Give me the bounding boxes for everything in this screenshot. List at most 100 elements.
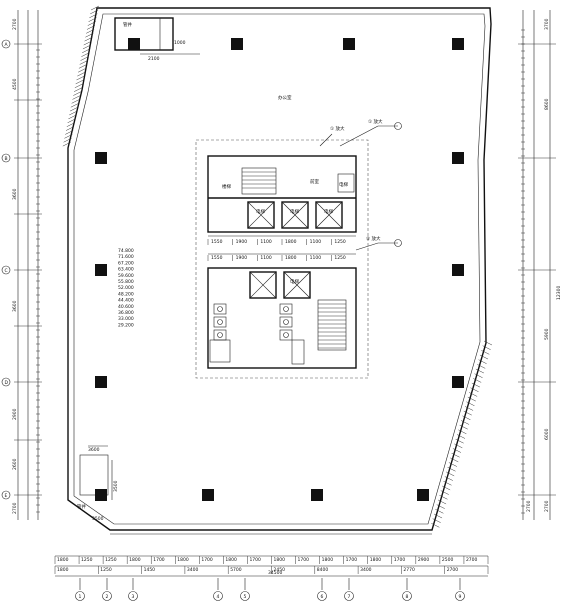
callout-lower: ② 放大 (355, 235, 402, 251)
bottom-dim: 2450 (274, 567, 286, 573)
elevator-2-label: 电梯 (290, 208, 299, 215)
left-dim-6: 2700 (12, 502, 18, 514)
core-dim: 1250 (334, 255, 346, 261)
core-dim: 1550 (211, 239, 223, 245)
structural-column (95, 489, 107, 501)
bottom-dim: 1250 (81, 557, 93, 563)
svg-text:9: 9 (459, 594, 462, 600)
bottom-axis-bubble: 3 (128, 578, 138, 601)
bottom-dim: 8400 (317, 567, 329, 573)
bottom-dim: 1800 (57, 557, 69, 563)
core-dim: 1250 (334, 239, 346, 245)
structural-column (343, 38, 355, 50)
svg-text:3: 3 (132, 594, 135, 600)
top-room-tag: 管井 (123, 21, 132, 28)
structural-column (95, 376, 107, 388)
elevation-value: 67.200 (118, 260, 134, 266)
core-dim: 1800 (285, 255, 297, 261)
bottom-dim: 1800 (57, 567, 69, 573)
bottom-left-note: 3500 (92, 516, 104, 522)
left-axis-bubble-e: E (1, 490, 11, 500)
bottom-dim: 1800 (129, 557, 141, 563)
building-outline (62, 5, 493, 535)
top-room-width: 2100 (148, 56, 160, 62)
bottom-dim: 1800 (370, 557, 382, 563)
top-left-room: 管井 2100 1000 (114, 17, 200, 62)
bottom-dim: 1700 (298, 557, 310, 563)
core-dim: 1100 (310, 239, 322, 245)
bottom-dim: 1700 (394, 557, 406, 563)
bottom-dim: 1800 (274, 557, 286, 563)
elevation-value: 40.600 (118, 304, 134, 310)
floor-area-label: 办公室 (278, 94, 292, 101)
elevation-value: 74.800 (118, 248, 134, 254)
top-room-height: 1000 (174, 40, 186, 46)
svg-text:① 放大: ① 放大 (330, 125, 345, 132)
svg-text:5: 5 (244, 594, 247, 600)
bottom-dim: 1250 (105, 557, 117, 563)
core-room-label: 前室 (310, 178, 319, 185)
callout-upper: ① 放大 (339, 118, 402, 147)
structural-column (452, 38, 464, 50)
bottom-room-height: 3500 (113, 480, 119, 492)
svg-text:A: A (5, 42, 9, 48)
svg-text:B: B (5, 156, 8, 162)
bottom-dim: 2700 (466, 557, 478, 563)
bottom-dim: 2900 (418, 557, 430, 563)
elevation-value: 59.600 (118, 273, 134, 279)
bottom-dim: 2700 (447, 567, 459, 573)
core-dim: 1100 (260, 255, 272, 261)
callout-upper-left: ① 放大 (319, 125, 345, 147)
left-dimension-ladder: 4500 3600 3600 2900 2600 2700 2700 A B C… (1, 10, 42, 520)
bottom-dim: 5700 (230, 567, 242, 573)
bottom-axis-bubble: 2 (102, 578, 112, 601)
left-axis-bubble-b: B (1, 153, 11, 163)
left-axis-bubble-c: C (1, 265, 11, 275)
bottom-dim: 3400 (187, 567, 199, 573)
elevator-4-label: 电梯 (290, 278, 299, 285)
left-dim-1: 4500 (12, 78, 18, 90)
bottom-room-width: 3600 (88, 447, 100, 453)
elevation-value: 55.800 (118, 279, 134, 285)
left-dim-0: 2700 (12, 18, 18, 30)
core-dim: 1100 (260, 239, 272, 245)
bottom-dim: 1800 (322, 557, 334, 563)
svg-text:C: C (5, 268, 8, 274)
left-dim-4: 2900 (12, 408, 18, 420)
right-dim-0: 3700 (544, 18, 550, 30)
bottom-axis-bubble: 5 (240, 578, 250, 601)
right-dim-3: 5900 (544, 328, 550, 340)
right-dim-1: 8600 (544, 98, 550, 110)
structural-column (95, 264, 107, 276)
bottom-dim: 1700 (249, 557, 261, 563)
elevation-value: 36.800 (118, 310, 134, 316)
bottom-dim: 1700 (201, 557, 213, 563)
fire-elevator-label: 电梯 (339, 181, 348, 188)
elevation-list: 74.80071.60067.20063.40059.60055.80052.0… (118, 248, 134, 328)
bottom-axis-bubble: 9 (455, 578, 465, 601)
bottom-dim: 1450 (144, 567, 156, 573)
svg-text:1: 1 (79, 594, 82, 600)
svg-text:4: 4 (217, 594, 220, 600)
bottom-dim: 1700 (153, 557, 165, 563)
bottom-dim: 2500 (442, 557, 454, 563)
structural-column (202, 489, 214, 501)
bottom-room-tag: 管井 (77, 503, 86, 510)
core-dim: 1800 (285, 239, 297, 245)
svg-text:① 放大: ① 放大 (368, 118, 383, 125)
svg-text:E: E (5, 493, 8, 499)
bottom-dim: 1700 (346, 557, 358, 563)
structural-column (452, 376, 464, 388)
bottom-axis-bubble: 4 (213, 578, 223, 601)
elevation-value: 44.400 (118, 298, 134, 304)
structural-column (231, 38, 243, 50)
bottom-dim: 3400 (360, 567, 372, 573)
core-dim: 1550 (211, 255, 223, 261)
svg-text:D: D (5, 380, 9, 386)
core-dim: 1100 (310, 255, 322, 261)
elevation-value: 48.200 (118, 291, 134, 297)
bottom-axis-bubble: 8 (402, 578, 412, 601)
elevation-value: 63.400 (118, 267, 134, 273)
